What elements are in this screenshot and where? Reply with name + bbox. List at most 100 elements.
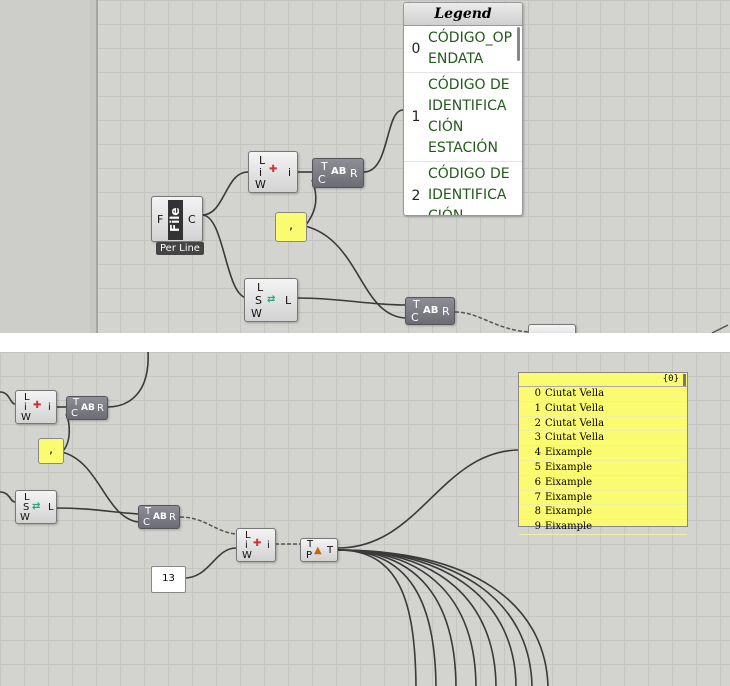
- legend-index: 2: [411, 187, 421, 204]
- output-pin-l[interactable]: L: [48, 502, 54, 513]
- input-pin-s[interactable]: S: [23, 502, 30, 513]
- output-wire-fan: [337, 549, 549, 686]
- input-pin-t[interactable]: T: [413, 298, 420, 311]
- list-item-component-partial[interactable]: [528, 324, 576, 333]
- file-output-pin[interactable]: C: [188, 213, 196, 226]
- wire: [201, 214, 249, 299]
- input-pin-w[interactable]: W: [21, 412, 31, 423]
- replace-text-component[interactable]: T C AB R: [66, 396, 108, 420]
- tree-component[interactable]: T P ▲ T: [300, 538, 338, 562]
- canvas-left-edge: [0, 0, 98, 333]
- wire: [106, 352, 149, 408]
- wire: [201, 171, 249, 216]
- wires-top: [201, 109, 729, 333]
- output-pin-l[interactable]: L: [285, 294, 292, 307]
- output-pin-i[interactable]: i: [267, 540, 270, 551]
- replace-icon: AB: [423, 305, 439, 316]
- output-pin-i[interactable]: i: [48, 402, 51, 413]
- wire: [0, 391, 16, 405]
- output-pin-t[interactable]: T: [327, 545, 334, 556]
- split-list-component[interactable]: L S W ⇄ L: [244, 278, 298, 322]
- list-item-component[interactable]: L i W ✚ i: [15, 390, 57, 424]
- list-item-component[interactable]: L i W ✚ i: [248, 151, 298, 193]
- list-item-component-2[interactable]: L i W ✚ i: [236, 528, 276, 562]
- file-input-pin[interactable]: F: [157, 213, 164, 226]
- output-pin-r[interactable]: R: [97, 403, 104, 414]
- data-panel-scrollbar[interactable]: [683, 374, 686, 386]
- input-pin-c[interactable]: C: [143, 517, 150, 528]
- data-panel-header: {0}: [519, 373, 687, 387]
- input-pin-l[interactable]: L: [24, 392, 30, 403]
- canvas-bottom[interactable]: L i W ✚ i T C AB R , L S W ⇄ L T C AB R …: [0, 352, 730, 686]
- separator-panel[interactable]: ,: [38, 438, 64, 464]
- input-pin-c[interactable]: C: [411, 311, 419, 324]
- input-pin-l[interactable]: L: [257, 281, 264, 294]
- replace-icon: AB: [153, 512, 167, 522]
- per-line-tag: Per Line: [156, 242, 204, 255]
- legend-title: Legend: [404, 3, 522, 26]
- input-pin-p[interactable]: P: [306, 550, 313, 561]
- divider: [0, 333, 730, 352]
- wire: [0, 491, 16, 503]
- input-pin-w[interactable]: W: [255, 178, 266, 191]
- split-icon: ⇄: [32, 501, 41, 512]
- replace-icon: AB: [331, 166, 347, 177]
- input-pin-i[interactable]: i: [259, 166, 263, 179]
- input-pin-i[interactable]: i: [245, 540, 248, 551]
- wire: [297, 297, 406, 306]
- canvas-top[interactable]: F File C Per Line L i W ✚ i T C AB R , L…: [0, 0, 730, 333]
- input-pin-c[interactable]: C: [318, 173, 326, 186]
- wire: [304, 225, 406, 319]
- wires-bottom: [0, 352, 549, 686]
- replace-text-component[interactable]: T C AB R: [312, 158, 364, 188]
- input-pin-l[interactable]: L: [245, 530, 251, 541]
- read-file-component[interactable]: F File C: [151, 196, 203, 242]
- list-item-icon: ✚: [253, 538, 262, 549]
- input-pin-w[interactable]: W: [242, 550, 252, 561]
- output-pin-i[interactable]: i: [288, 166, 292, 179]
- list-item-icon: ✚: [33, 400, 42, 411]
- input-pin-t[interactable]: T: [307, 539, 314, 550]
- input-pin-l[interactable]: L: [259, 154, 266, 167]
- input-pin-t[interactable]: T: [73, 397, 80, 408]
- input-pin-t[interactable]: T: [321, 160, 328, 173]
- separator-panel[interactable]: ,: [275, 212, 307, 242]
- replace-text-component-2[interactable]: T C AB R: [405, 297, 455, 325]
- wire: [55, 507, 139, 515]
- input-pin-t[interactable]: T: [145, 506, 152, 517]
- input-pin-c[interactable]: C: [71, 408, 78, 419]
- split-list-component[interactable]: L S W ⇄ L: [15, 490, 57, 524]
- input-pin-l[interactable]: L: [24, 492, 30, 503]
- replace-icon: AB: [81, 403, 95, 413]
- output-pin-r[interactable]: R: [350, 167, 358, 180]
- wire-dashed: [179, 516, 237, 535]
- output-pin-r[interactable]: R: [442, 305, 450, 318]
- wire: [61, 451, 139, 523]
- tree-icon: ▲: [314, 545, 322, 556]
- input-pin-s[interactable]: S: [255, 294, 262, 307]
- legend-index: 0: [411, 41, 421, 57]
- number-input[interactable]: 13: [151, 566, 186, 593]
- input-pin-w[interactable]: W: [251, 307, 262, 320]
- input-pin-i[interactable]: i: [24, 402, 27, 413]
- output-pin-r[interactable]: R: [169, 512, 176, 523]
- replace-text-component-2[interactable]: T C AB R: [138, 505, 180, 529]
- legend-scrollbar[interactable]: [517, 27, 520, 61]
- input-pin-w[interactable]: W: [20, 512, 30, 523]
- wire: [363, 109, 404, 173]
- list-item-icon: ✚: [269, 164, 278, 175]
